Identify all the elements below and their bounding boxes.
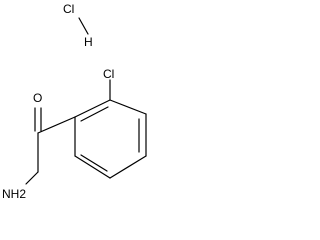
h-cl-bond xyxy=(78,17,89,35)
salt-chlorine-label: Cl xyxy=(63,2,74,16)
ring-carbonyl-bond xyxy=(37,116,76,134)
ring-bond xyxy=(74,99,111,118)
ring-bond xyxy=(109,155,147,179)
carbonyl-oxygen-label: O xyxy=(33,91,42,105)
ring-chlorine-label: Cl xyxy=(103,67,114,81)
hydrochloride-salt: Cl H xyxy=(63,2,93,49)
salt-hydrogen-label: H xyxy=(84,35,93,49)
ch2-amine-bond xyxy=(25,171,39,185)
ring-inner-double-bond xyxy=(80,106,109,122)
benzene-ring xyxy=(74,99,147,179)
ring-bond xyxy=(74,155,111,179)
ring-inner-double-bond xyxy=(80,154,108,172)
ring-bond xyxy=(109,99,147,115)
structural-formula: Cl H Cl O NH2 xyxy=(2,2,147,201)
amine-label: NH2 xyxy=(2,187,26,201)
